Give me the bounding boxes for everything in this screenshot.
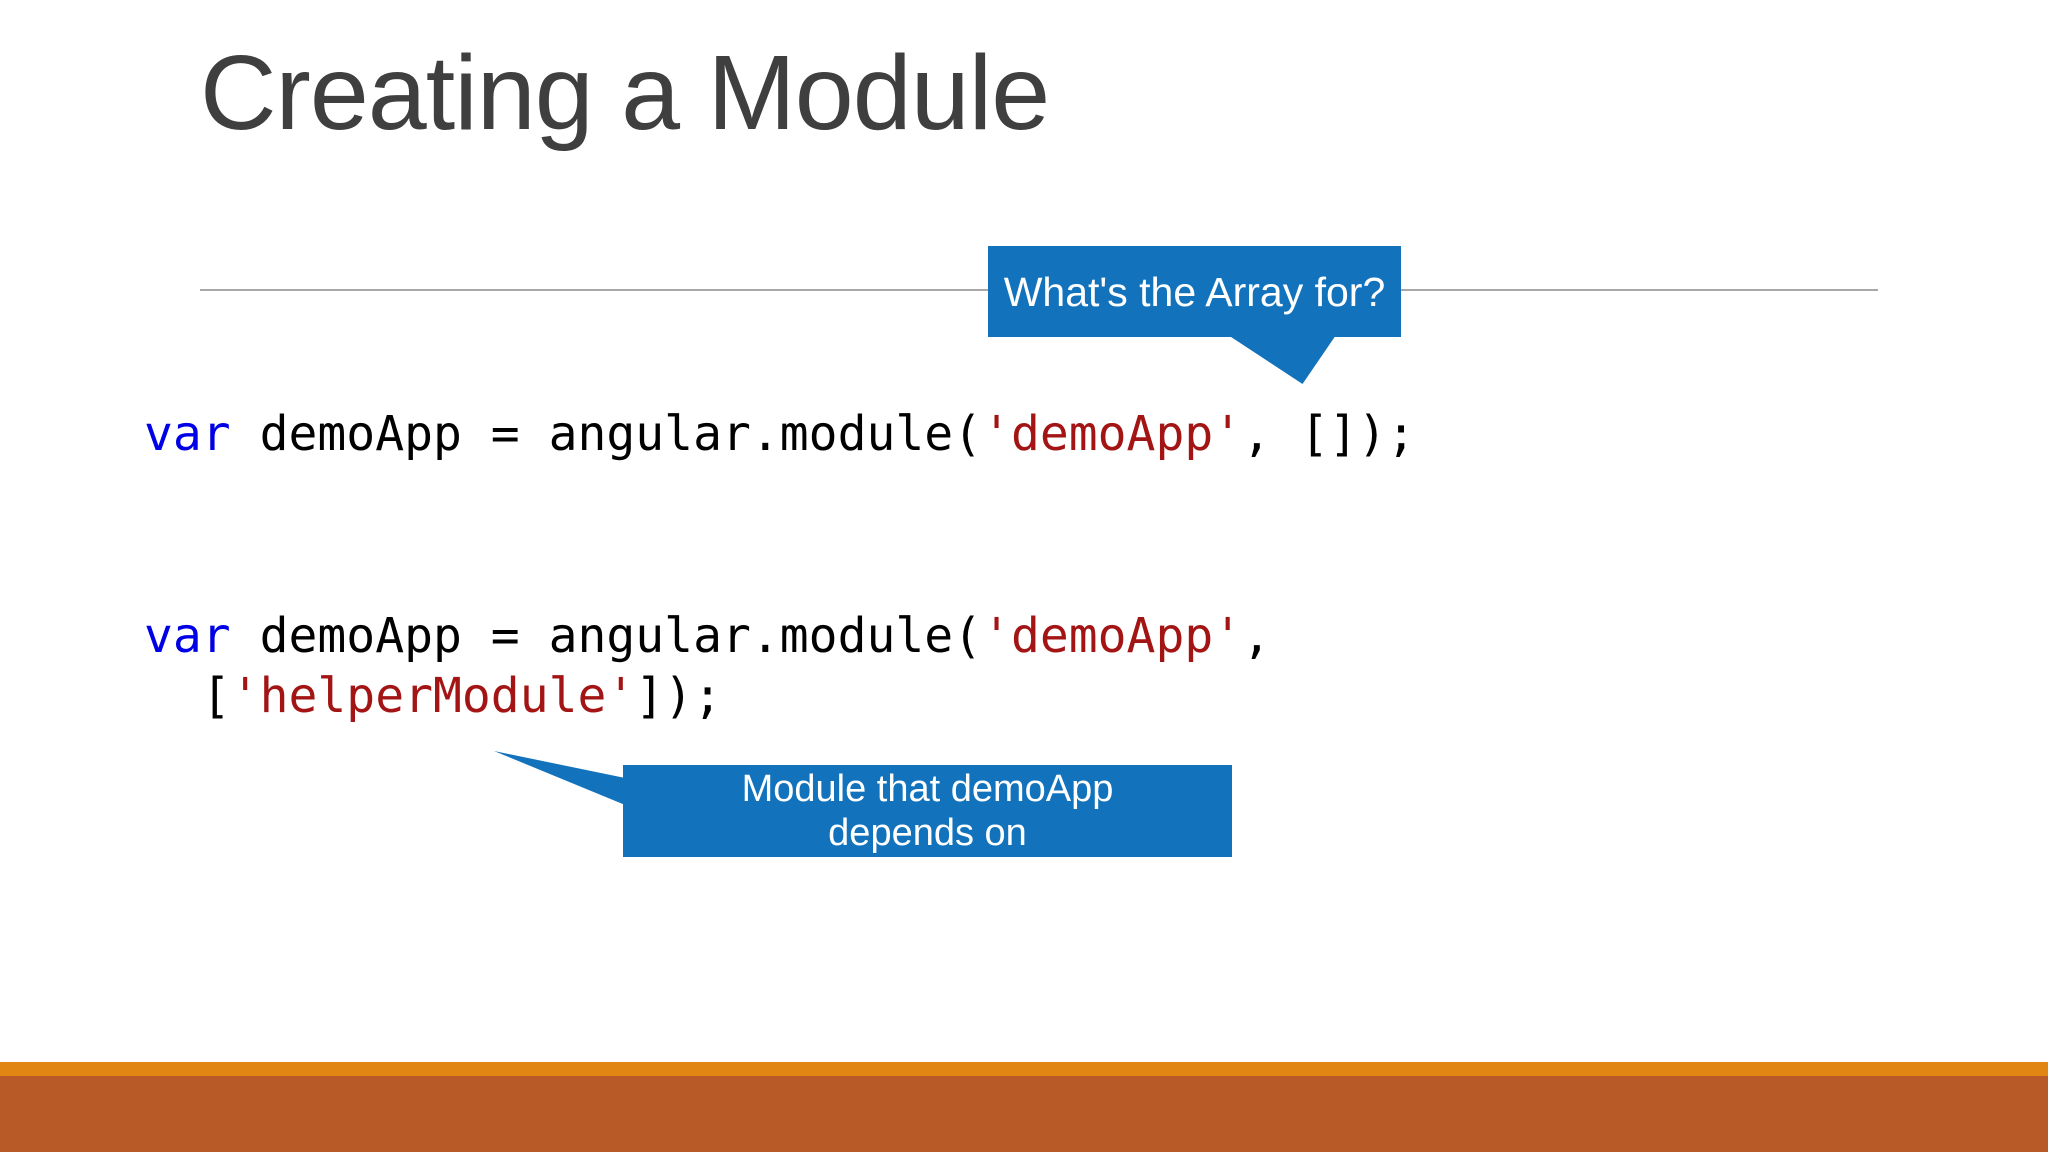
callout-whats-the-array-for: What's the Array for?: [988, 246, 1401, 337]
callout-module-dependency: Module that demoApp depends on: [623, 765, 1232, 857]
callout-top-text: What's the Array for?: [1003, 268, 1386, 315]
callout-bottom-text-line2: depends on: [828, 812, 1027, 854]
bottom-accent-bar-orange: [0, 1062, 2048, 1076]
slide-title: Creating a Module: [200, 34, 1050, 152]
code-line-module-with-dependency: var demoApp = angular.module('demoApp',: [144, 608, 1272, 664]
code-line-helper-module-array: ['helperModule']);: [144, 668, 722, 724]
bottom-accent-bar-rust: [0, 1076, 2048, 1152]
callout-top-tail: [1228, 335, 1336, 384]
callout-bottom-text-line1: Module that demoApp: [741, 768, 1114, 810]
code-line-module-empty-array: var demoApp = angular.module('demoApp', …: [144, 406, 1416, 462]
callout-bottom-tail: [494, 751, 630, 807]
